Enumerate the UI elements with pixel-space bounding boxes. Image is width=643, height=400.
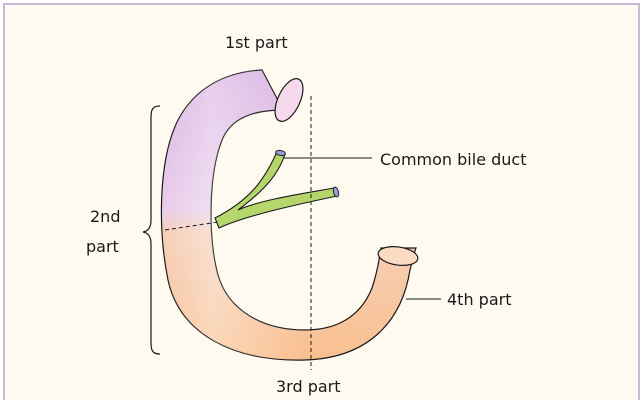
label-third-part: 3rd part: [276, 377, 341, 396]
label-second-part-line2: part: [86, 237, 119, 256]
label-second-part-line1: 2nd: [90, 207, 120, 226]
label-common-bile-duct: Common bile duct: [380, 150, 527, 169]
common-bile-duct: [215, 150, 340, 228]
label-fourth-part: 4th part: [447, 290, 512, 309]
label-first-part: 1st part: [225, 33, 288, 52]
second-part-brace: [143, 106, 160, 354]
duodenum-tube: [161, 70, 419, 360]
